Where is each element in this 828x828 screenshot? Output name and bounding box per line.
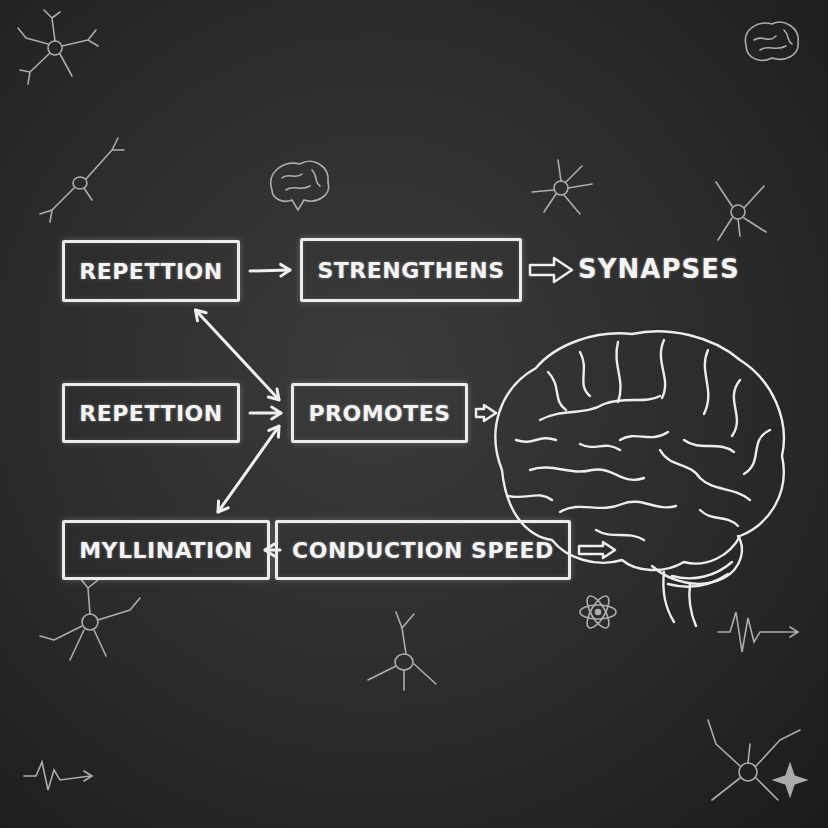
connector-arrow: [250, 407, 281, 419]
neuron-sketch: [532, 160, 592, 214]
arrow-head: [268, 389, 279, 400]
brain-sketch: [271, 161, 329, 210]
process-box: REPETTION: [62, 383, 240, 443]
arrow-head: [281, 264, 290, 276]
box-text: PROMOTES: [308, 401, 450, 426]
block-arrow: [530, 258, 572, 282]
process-box: MYLLINATION: [62, 520, 270, 580]
brain-sketch: [745, 22, 798, 60]
brain-illustration: [495, 331, 783, 626]
neuron-sketch: [708, 720, 800, 800]
block-arrow: [579, 542, 615, 558]
pulse-wave: [718, 612, 798, 652]
connector-line: [250, 270, 290, 271]
atom-symbol: [580, 593, 616, 631]
block-arrow: [476, 405, 496, 421]
arrow-head: [272, 407, 281, 419]
process-box: REPETTION: [62, 240, 240, 302]
box-text: MYLLINATION: [79, 538, 253, 563]
diagram-label: SYNAPSES: [578, 254, 740, 284]
process-box: CONDUCTION SPEED: [275, 520, 571, 580]
arrow-head: [218, 501, 228, 512]
connector-line: [250, 412, 281, 415]
box-text: STRENGTHENS: [317, 258, 504, 283]
process-box: PROMOTES: [291, 383, 468, 443]
box-text: CONDUCTION SPEED: [292, 538, 554, 563]
box-text: REPETTION: [79, 401, 222, 426]
sparkle: [774, 764, 806, 796]
neuron-sketch: [40, 578, 140, 660]
arrow-head: [269, 426, 279, 437]
process-box: STRENGTHENS: [300, 238, 522, 302]
neuron-sketch: [18, 10, 98, 84]
box-text: REPETTION: [79, 259, 222, 284]
neuron-sketch: [716, 182, 766, 240]
pulse-wave: [24, 762, 92, 790]
connector-arrow: [218, 426, 279, 512]
arrow-head: [196, 310, 207, 321]
neuron-sketch: [40, 138, 124, 222]
neuron-sketch: [368, 612, 436, 690]
connector-arrow: [250, 264, 290, 276]
connector-line: [218, 426, 279, 512]
